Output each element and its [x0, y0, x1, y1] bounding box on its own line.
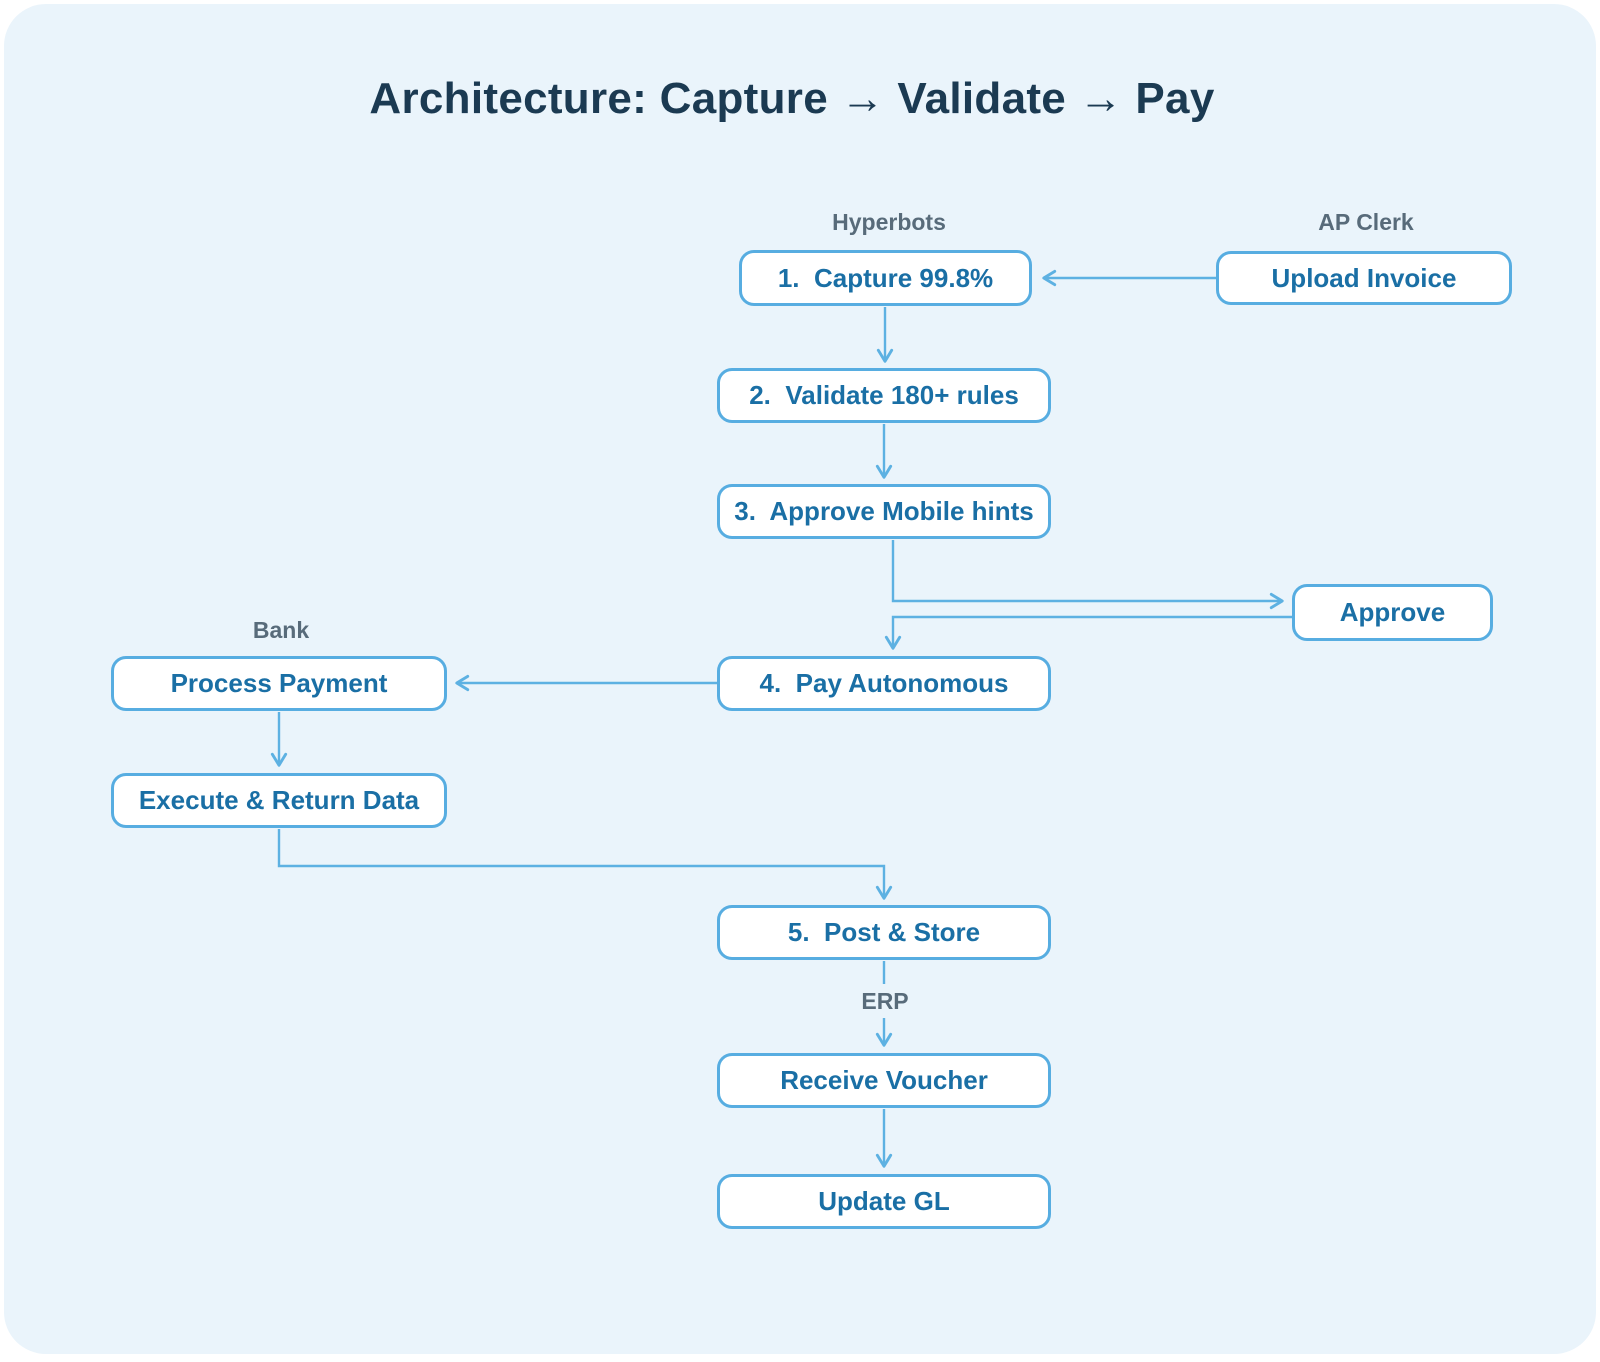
diagram-title: Architecture: Capture → Validate → Pay: [369, 74, 1215, 123]
node-update-gl: Update GL: [717, 1174, 1051, 1229]
annotation-erp: ERP: [861, 988, 909, 1014]
node-receive-voucher: Receive Voucher: [717, 1053, 1051, 1108]
node-upload-invoice: Upload Invoice: [1216, 251, 1512, 305]
connector-layer: [270, 269, 1292, 1168]
annotation-ap-clerk: AP Clerk: [1318, 209, 1414, 235]
node-approve: Approve: [1292, 584, 1493, 641]
node-execute-return-data: Execute & Return Data: [111, 773, 447, 828]
annotation-bank: Bank: [252, 617, 310, 643]
node-approve-mobile-hints: 3. Approve Mobile hints: [717, 484, 1051, 539]
annotation-hyperbots: Hyperbots: [832, 209, 946, 235]
diagram-canvas: Architecture: Capture → Validate → Pay H…: [4, 4, 1596, 1354]
node-pay-autonomous: 4. Pay Autonomous: [717, 656, 1051, 711]
arrow-execute-to-post-store: [277, 829, 893, 900]
node-validate-rules: 2. Validate 180+ rules: [717, 368, 1051, 423]
node-post-and-store: 5. Post & Store: [717, 905, 1051, 960]
arrow-approve-hints-to-approve: [891, 540, 1284, 610]
node-capture: 1. Capture 99.8%: [739, 250, 1032, 306]
arrow-approve-to-pay: [884, 615, 1292, 650]
node-process-payment: Process Payment: [111, 656, 447, 711]
